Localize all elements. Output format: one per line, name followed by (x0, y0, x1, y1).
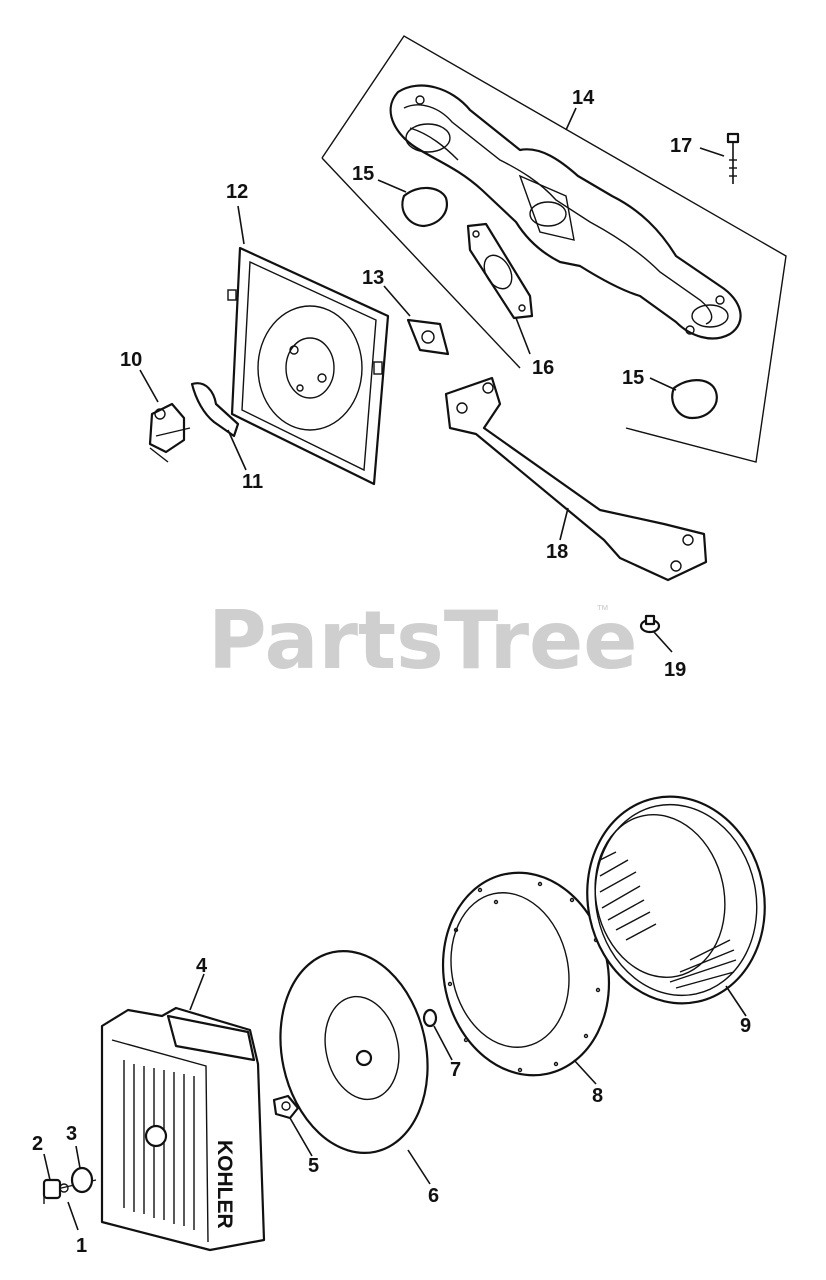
wing-nut-part-5[interactable] (272, 1094, 300, 1120)
bracket-part-11[interactable] (190, 382, 240, 438)
callout-19: 19 (664, 659, 686, 681)
gasket-part-15-lower[interactable] (671, 379, 718, 420)
callout-11: 11 (242, 471, 263, 493)
callout-3: 3 (66, 1123, 77, 1145)
callout-7: 7 (450, 1059, 461, 1081)
partstree-watermark: PartsTree (208, 594, 638, 687)
washer-part-3[interactable] (70, 1166, 94, 1194)
grommet-part-7[interactable] (422, 1008, 438, 1028)
callout-14: 14 (572, 87, 595, 109)
callout-12: 12 (226, 181, 248, 203)
screw-part-19[interactable] (639, 614, 661, 634)
knob-part-2[interactable] (42, 1178, 69, 1200)
callout-10: 10 (120, 349, 142, 371)
callout-16: 16 (532, 357, 554, 379)
callout-18: 18 (546, 541, 568, 563)
gasket-part-16[interactable] (466, 222, 534, 320)
kohler-brand-logo: KOHLER (213, 1140, 236, 1229)
air-cleaner-cover-part-4[interactable]: KOHLER (100, 1006, 266, 1252)
leader-lines (43, 107, 747, 1231)
air-cleaner-base-part-12[interactable] (227, 246, 390, 486)
support-bracket-part-18[interactable] (444, 376, 708, 582)
callout-4: 4 (196, 955, 208, 977)
element-cover-part-6[interactable] (262, 937, 445, 1166)
callout-5: 5 (308, 1155, 319, 1177)
gasket-part-13[interactable] (406, 318, 450, 356)
callout-13: 13 (362, 267, 384, 289)
intake-manifold-part-14[interactable] (389, 84, 742, 340)
callout-15-upper: 15 (352, 163, 374, 185)
gasket-part-15-upper[interactable] (401, 186, 448, 228)
callout-6: 6 (428, 1185, 439, 1207)
callout-9: 9 (740, 1015, 751, 1037)
callout-1: 1 (76, 1235, 87, 1257)
bolt-part-17[interactable] (726, 132, 740, 184)
bracket-part-10[interactable] (148, 402, 191, 463)
watermark-trademark: ™ (596, 602, 609, 617)
callout-15-lower: 15 (622, 367, 644, 389)
air-filter-element-part-9[interactable] (568, 780, 783, 1020)
manifold-assembly-group (321, 35, 787, 463)
callout-8: 8 (592, 1085, 603, 1107)
callout-17: 17 (670, 135, 692, 157)
callout-2: 2 (32, 1133, 43, 1155)
